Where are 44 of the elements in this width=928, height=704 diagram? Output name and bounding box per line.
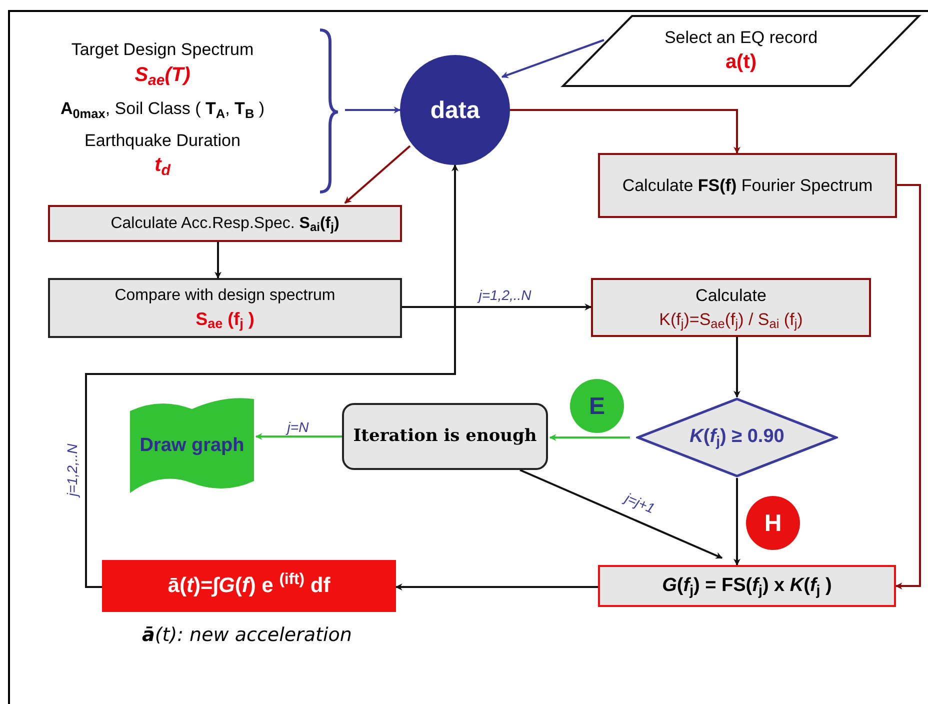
parameter-text: Earthquake Duration <box>84 130 242 152</box>
edge-label: j=1,2,..N <box>476 288 534 302</box>
parameter-text: Target Design Spectrum <box>70 39 255 62</box>
node-label: data <box>429 96 481 126</box>
arrow <box>510 109 740 154</box>
caption-text: ā(t): new acceleration <box>142 623 352 648</box>
node-label: Compare with design spectrum <box>114 286 336 306</box>
arrow <box>255 433 342 440</box>
badge-letter: E <box>588 392 606 422</box>
arrow <box>734 478 740 566</box>
process-box <box>48 278 402 338</box>
node-label: Iteration is enough <box>352 426 538 448</box>
arrow <box>520 469 723 559</box>
node-label: ā(t)=∫G(f) e $^{(ift)}$ df <box>166 572 332 599</box>
parameter-text: t$_{d}$ <box>154 153 172 180</box>
arrow <box>85 164 458 588</box>
process-box <box>591 278 871 337</box>
parameter-text: S$_{ae}$(T) <box>134 62 192 90</box>
parameter-text: A$_{0max}$, Soil Class ( T$_{A}$, T$_{B}$ ) <box>59 98 266 121</box>
arrow <box>895 184 921 590</box>
arrow <box>402 304 592 310</box>
process-box <box>598 153 897 218</box>
node-label: Draw graph <box>138 434 246 458</box>
node-label: Calculate Acc.Resp.Spec. S$_{ai}$(f$_{j}$) <box>110 214 340 234</box>
process-box <box>342 403 548 470</box>
document-shape <box>130 397 254 495</box>
arrow <box>549 434 630 441</box>
arrow <box>214 242 222 279</box>
node-label: Calculate <box>694 285 768 308</box>
edge-label: j=N <box>285 420 311 434</box>
arrow <box>345 106 401 114</box>
process-box <box>48 205 402 242</box>
edge-label: j=1,2,..N <box>65 442 79 498</box>
node-label: K(f$_{j}$)=S$_{ae}$(f$_{j}$) / S$_{ai}$ (f$_{j}$) <box>658 308 804 331</box>
badge-letter: H <box>763 508 783 538</box>
arrow <box>395 584 598 590</box>
arrow <box>734 337 740 398</box>
node-label: G(f$_{j}$) = FS(f$_{j}$) x K(f$_{j}$ ) <box>661 574 833 600</box>
node-label: Calculate FS(f) Fourier Spectrum <box>621 174 874 197</box>
decision-diamond <box>636 397 838 478</box>
node-label: K(f$_{j}$) ≥ 0.90 <box>688 425 786 451</box>
arrow <box>344 145 411 204</box>
formula-box <box>598 565 896 607</box>
node-label: S$_{ae}$ (f$_{j}$ ) <box>194 308 256 332</box>
